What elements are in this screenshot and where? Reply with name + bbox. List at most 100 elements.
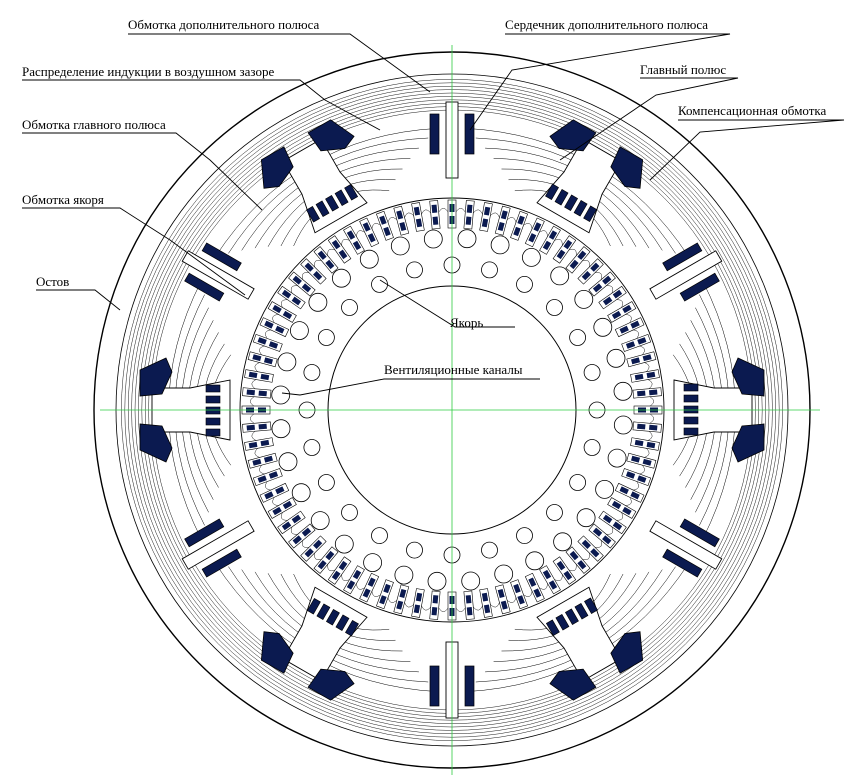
armature-slot-outline <box>300 535 327 562</box>
armature-winding-conductor <box>612 521 623 531</box>
armature-winding-conductor <box>292 275 302 285</box>
compensation-winding-slot <box>573 200 588 217</box>
armature-winding-conductor <box>592 527 603 537</box>
armature-slot <box>588 271 616 297</box>
armature-slot-outline <box>252 334 283 352</box>
compensation-winding-slot <box>306 206 320 223</box>
ventilation-channel <box>308 292 328 312</box>
compensation-winding-slot <box>545 619 560 636</box>
armature-slot <box>313 546 339 574</box>
label-main-pole: Главный полюс <box>640 62 726 77</box>
ventilation-channel <box>423 229 443 249</box>
armature-slot <box>621 468 652 486</box>
armature-slot-outline <box>621 334 652 352</box>
armature-slot-outline <box>494 205 511 236</box>
armature-slot-outline <box>524 217 545 248</box>
compensation-winding-slot <box>205 417 221 426</box>
armature-winding-conductor <box>517 215 525 225</box>
ventilation-channel <box>490 235 510 255</box>
armature-winding-conductor <box>548 230 558 240</box>
armature-slot-outline <box>359 217 380 248</box>
label-armature: Якорь <box>450 315 483 330</box>
ventilation-channel <box>394 565 414 585</box>
armature-winding-conductor <box>282 500 293 510</box>
armature-winding-conductor <box>415 592 423 602</box>
armature-winding-conductor <box>272 506 282 516</box>
armature-winding-conductor <box>581 539 591 549</box>
armature-slot <box>463 590 475 620</box>
compensation-winding-slot <box>584 597 598 614</box>
armature-slot <box>588 523 616 549</box>
armature-slot-outline <box>524 572 545 603</box>
armature-winding-conductor <box>246 389 255 396</box>
aux-pole-core <box>649 520 723 570</box>
armature-slot <box>429 200 441 230</box>
armature-winding-conductor <box>619 325 629 334</box>
armature-winding-conductor <box>291 296 302 306</box>
armature-winding-conductor <box>590 262 600 272</box>
armature-slot <box>524 217 545 248</box>
armature-slot <box>479 588 493 618</box>
ventilation-channel <box>289 321 309 341</box>
armature-slot <box>411 202 425 232</box>
main-pole-winding-block <box>610 631 644 674</box>
compensation-winding-slot <box>683 416 699 425</box>
armature-slot <box>376 210 394 241</box>
ventilation-channel <box>595 479 614 499</box>
ventilation-channel <box>481 261 498 279</box>
armature-winding-conductor <box>625 341 636 349</box>
armature-winding-conductor <box>465 595 472 604</box>
ventilation-channel <box>613 415 633 435</box>
armature-slot <box>244 369 274 383</box>
aux-pole-winding <box>679 518 720 548</box>
armature-winding-conductor <box>637 337 647 345</box>
armature-slot <box>577 258 604 285</box>
armature-slot-outline <box>267 301 297 323</box>
armature-slot <box>288 271 316 297</box>
ventilation-channel <box>303 439 321 456</box>
armature-winding-conductor <box>268 341 279 349</box>
aux-pole-winding <box>184 518 225 548</box>
armature-winding-conductor <box>622 304 632 314</box>
armature-winding-conductor <box>630 491 640 500</box>
armature-winding-conductor <box>331 239 341 250</box>
label-frame: Остов <box>36 274 69 289</box>
ventilation-channel <box>277 352 297 372</box>
armature-slot <box>429 590 441 620</box>
armature-winding-conductor <box>556 560 566 571</box>
aux-pole-winding <box>184 272 225 302</box>
armature-winding-conductor <box>252 458 262 466</box>
compensation-winding-slot <box>344 184 359 201</box>
armature-slot-outline <box>614 482 645 503</box>
armature-slot <box>598 285 627 310</box>
armature-slot-outline <box>359 572 380 603</box>
ventilation-channel <box>569 474 586 491</box>
armature-winding-conductor <box>291 514 302 524</box>
armature-slot <box>277 510 306 535</box>
main-pole-winding-block <box>260 146 294 189</box>
armature-winding-conductor <box>637 475 647 483</box>
armature-winding-conductor <box>528 577 537 587</box>
armature-slot-outline <box>626 351 657 368</box>
armature-winding-conductor <box>646 371 656 379</box>
armature-winding-conductor <box>563 570 573 581</box>
armature-slot-outline <box>510 579 528 610</box>
armature-slot <box>577 535 604 562</box>
armature-slot <box>630 437 660 451</box>
armature-winding-conductor <box>383 583 391 594</box>
main-pole-winding-block <box>139 423 173 463</box>
armature-winding-conductor <box>602 514 613 524</box>
ventilation-channel <box>516 275 533 293</box>
armature-slot-outline <box>607 301 637 323</box>
main-pole <box>260 586 368 701</box>
label-aux-pole-core: Сердечник дополнительного полюса <box>505 17 708 32</box>
main-pole-winding-block <box>260 631 294 674</box>
armature-winding-conductor <box>313 539 323 549</box>
ventilation-channel <box>593 317 613 337</box>
ventilation-channel <box>576 508 596 528</box>
main-pole <box>260 119 368 234</box>
aux-pole <box>429 101 475 179</box>
armature-slot-outline <box>494 584 511 615</box>
armature-winding-conductor <box>281 521 292 531</box>
armature-winding-conductor <box>542 240 552 251</box>
